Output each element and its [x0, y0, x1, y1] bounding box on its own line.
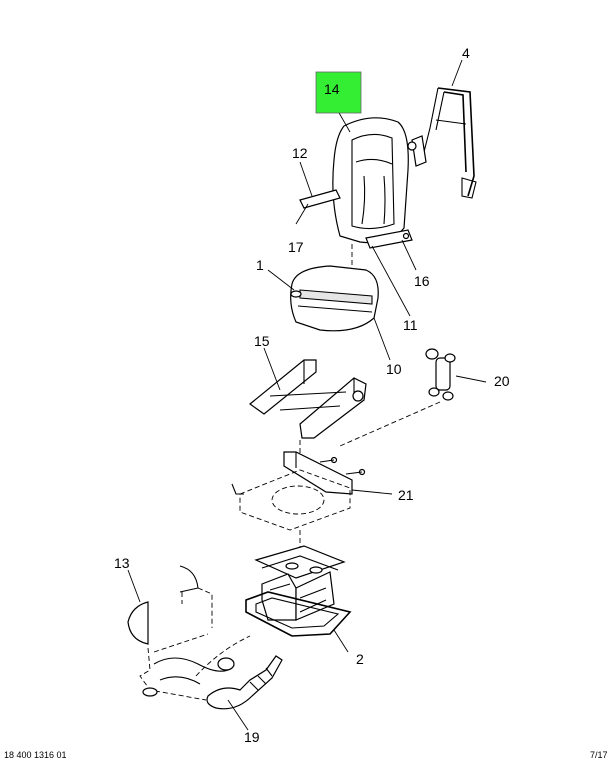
base-plate	[231, 469, 351, 556]
callout-14[interactable]: 14	[324, 81, 340, 97]
callout-13[interactable]: 13	[114, 555, 130, 571]
callout-4[interactable]: 4	[462, 45, 470, 61]
seat-back	[299, 117, 417, 330]
armrest-part	[411, 87, 477, 199]
harness-assembly	[139, 633, 283, 710]
shock-absorber	[339, 348, 456, 447]
callout-2[interactable]: 2	[356, 651, 364, 667]
leader-lines	[127, 59, 487, 731]
footer-drawing-number: 18 400 1316 01	[4, 750, 67, 760]
callout-11[interactable]: 11	[403, 317, 418, 333]
seat-rail	[283, 451, 366, 495]
callout-16[interactable]: 16	[414, 273, 430, 289]
seat-frame	[249, 359, 367, 470]
seat-cushion	[290, 265, 379, 332]
side-cover	[127, 565, 213, 645]
callout-21[interactable]: 21	[398, 487, 414, 503]
callout-20[interactable]: 20	[494, 373, 510, 389]
callout-17[interactable]: 17	[288, 239, 304, 255]
callout-12[interactable]: 12	[292, 145, 308, 161]
callout-1[interactable]: 1	[256, 257, 264, 273]
callout-19[interactable]: 19	[244, 729, 260, 745]
highlight-box-14[interactable]	[315, 71, 362, 114]
callout-15[interactable]: 15	[254, 333, 270, 349]
suspension-base	[245, 545, 352, 637]
footer-date: 7/17	[590, 750, 608, 760]
callout-10[interactable]: 10	[386, 361, 402, 377]
